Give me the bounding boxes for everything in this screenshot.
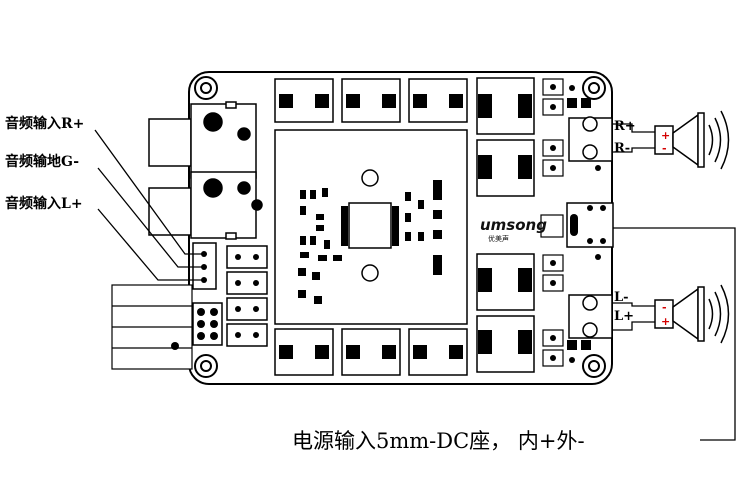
brand-logo: umsong: [480, 216, 547, 234]
label-speaker-r-minus: R-: [614, 141, 630, 156]
rca-jack-bottom: [148, 171, 263, 240]
speaker-lead-lines: [612, 123, 655, 331]
heatsink-hole-top: [361, 169, 379, 187]
small-via: [171, 342, 179, 350]
speaker-left-minus: -: [662, 301, 667, 314]
small-right-dots: [550, 84, 601, 363]
power-pads-top: [478, 94, 532, 179]
six-pin-dots: [197, 308, 218, 340]
mounting-holes: [194, 76, 606, 378]
smd-components: [298, 180, 442, 304]
audio-leader-lines: [94, 129, 204, 281]
lower-left-connector: [111, 284, 193, 370]
label-audio-r: 音频输入R+: [5, 115, 84, 132]
speaker-left-plus: +: [661, 315, 670, 328]
speaker-left-icon: [654, 284, 730, 344]
terminal-screws-left: [582, 295, 598, 338]
two-pin-header-dots: [235, 254, 259, 338]
terminal-screws-right: [582, 116, 598, 160]
label-speaker-l-plus: L+: [614, 309, 634, 324]
connector-left-of-jack: [540, 214, 564, 238]
label-audio-g: 音频输地G-: [5, 153, 79, 170]
inductors-top: [274, 78, 468, 123]
speaker-right-plus: +: [661, 129, 670, 142]
heatsink-outline: [274, 129, 468, 325]
rca-jack-top: [148, 101, 257, 179]
inductor-pads-top: [279, 94, 463, 108]
speaker-right-minus: -: [662, 142, 667, 155]
label-audio-l: 音频输入L+: [5, 195, 83, 212]
speaker-right-icon: [654, 110, 730, 170]
power-leader-line: [613, 227, 736, 441]
inductors-bottom: [274, 328, 468, 376]
two-pin-headers-left: [226, 245, 268, 347]
dc-jack-details: [570, 205, 606, 244]
ic-pins: [341, 206, 399, 246]
label-speaker-r-plus: R+: [614, 119, 636, 134]
label-power: 电源输入5mm-DC座， 内+外-: [292, 429, 585, 453]
power-pads-bottom: [478, 268, 532, 354]
heatsink-hole-bottom: [361, 264, 379, 282]
label-speaker-l-minus: L-: [614, 290, 629, 305]
inductor-pads-bottom: [279, 345, 463, 359]
brand-sub: 优美声: [488, 234, 509, 243]
amplifier-ic: [348, 202, 392, 249]
